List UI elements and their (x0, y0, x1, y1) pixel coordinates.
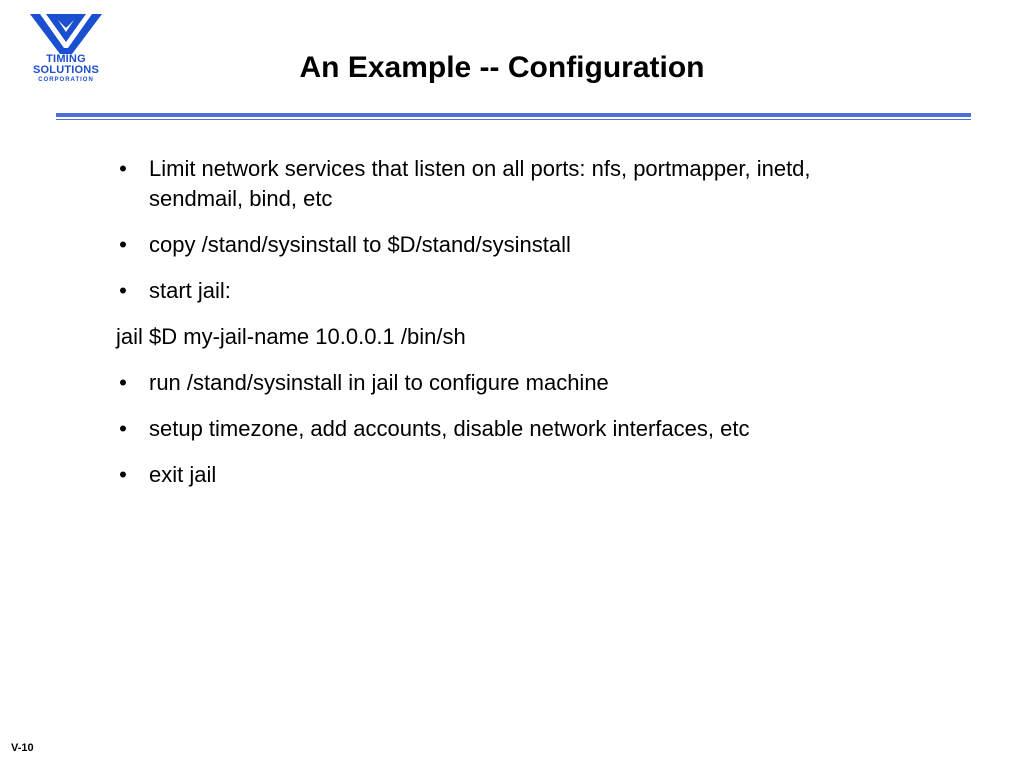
logo-mark-icon (30, 14, 102, 54)
page-number: V-10 (11, 742, 34, 754)
bullet-text: Limit network services that listen on al… (149, 156, 811, 211)
slide-title: An Example -- Configuration (299, 51, 705, 84)
bullet-icon: • (119, 416, 127, 441)
bullet-item: • setup timezone, add accounts, disable … (116, 414, 876, 444)
logo-text-timing: TIMING (46, 53, 86, 65)
slide-content: • Limit network services that listen on … (116, 154, 876, 506)
bullet-text: exit jail (149, 462, 217, 487)
bullet-item: • run /stand/sysinstall in jail to confi… (116, 368, 876, 398)
command-line: jail $D my-jail-name 10.0.0.1 /bin/sh (116, 322, 876, 352)
company-logo: TIMING SOLUTIONS CORPORATION (16, 14, 116, 84)
bullet-icon: • (119, 370, 127, 395)
bullet-icon: • (119, 156, 127, 181)
bullet-icon: • (119, 462, 127, 487)
title-divider-thin (56, 119, 971, 120)
bullet-text: setup timezone, add accounts, disable ne… (149, 416, 750, 441)
bullet-text: copy /stand/sysinstall to $D/stand/sysin… (149, 232, 571, 257)
logo-text-corporation: CORPORATION (38, 77, 94, 83)
bullet-icon: • (119, 278, 127, 303)
bullet-text: run /stand/sysinstall in jail to configu… (149, 370, 609, 395)
bullet-item: • exit jail (116, 460, 876, 490)
bullet-icon: • (119, 232, 127, 257)
logo-text-solutions: SOLUTIONS (33, 64, 99, 76)
bullet-text: start jail: (149, 278, 231, 303)
bullet-item: • copy /stand/sysinstall to $D/stand/sys… (116, 230, 876, 260)
bullet-item: • Limit network services that listen on … (116, 154, 876, 214)
bullet-item: • start jail: (116, 276, 876, 306)
command-text: jail $D my-jail-name 10.0.0.1 /bin/sh (116, 324, 466, 349)
title-divider-thick (56, 113, 971, 117)
